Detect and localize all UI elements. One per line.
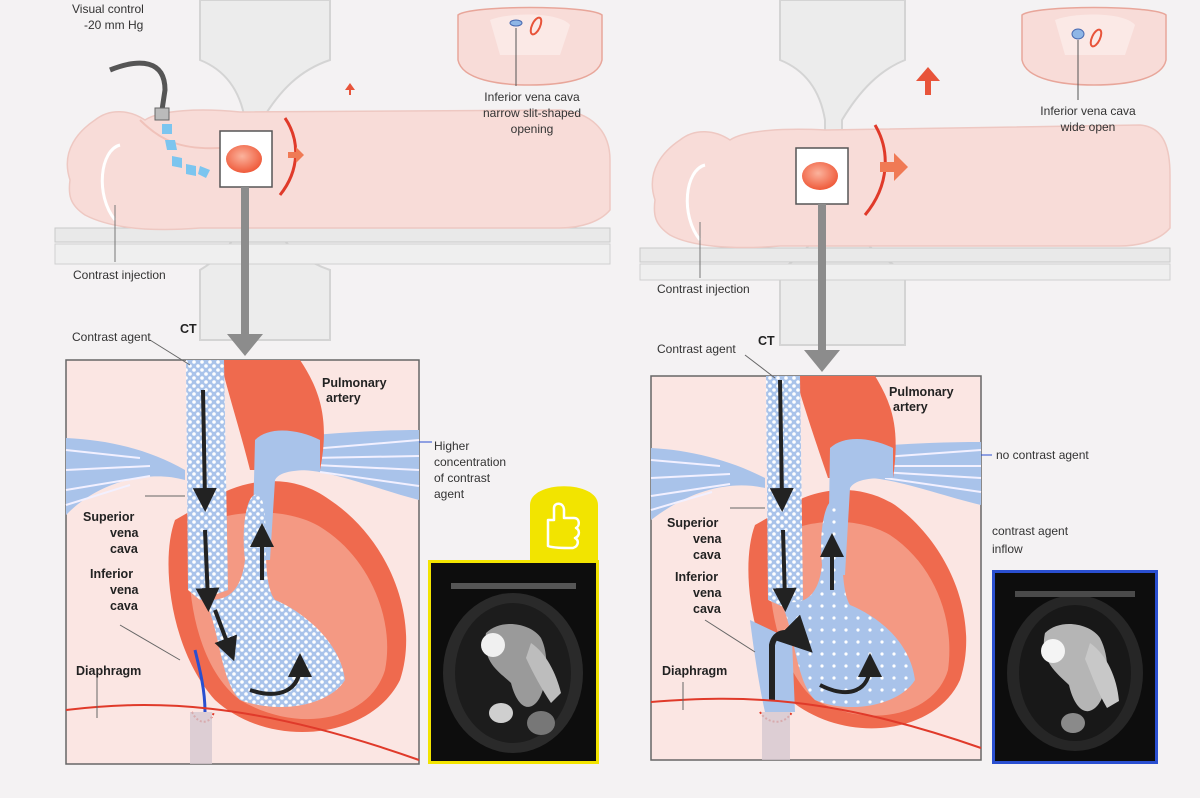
right-ivc-label-1: Inferior vena cava — [1040, 104, 1136, 118]
no-contrast-agent-label: no contrast agent — [996, 448, 1089, 462]
left-ivc2-label-3: cava — [110, 599, 138, 613]
left-ivc2-label-2: vena — [110, 583, 139, 597]
right-ct-label: CT — [758, 334, 775, 348]
left-ivc-label-1: Inferior vena cava — [484, 90, 580, 104]
right-scanner — [639, 0, 1171, 346]
higher-concentration-label-3: of contrast — [434, 471, 491, 485]
right-ct-scan-image — [992, 570, 1158, 764]
thumbs-up-icon — [530, 486, 598, 560]
left-svc-label-2: vena — [110, 526, 139, 540]
left-svc-label-1: Superior — [83, 510, 135, 524]
right-contrast-injection-label: Contrast injection — [657, 282, 750, 296]
arrow-down-icon — [804, 204, 840, 372]
contrast-inflow-label-2: inflow — [992, 542, 1023, 556]
left-pulmonary-artery-label-2: artery — [326, 391, 361, 405]
right-ivc-label-2: wide open — [1060, 120, 1116, 134]
left-heart-inset — [219, 83, 355, 196]
left-contrast-agent-label: Contrast agent — [72, 330, 151, 344]
left-ct-label: CT — [180, 322, 197, 336]
right-diaphragm-label: Diaphragm — [662, 664, 728, 678]
arrow-right-icon — [288, 147, 304, 163]
right-patient-body — [651, 124, 1171, 249]
left-ivc-label-3: opening — [510, 122, 554, 136]
left-svc-label-3: cava — [110, 542, 138, 556]
arrow-right-icon — [880, 153, 908, 181]
higher-concentration-label-4: agent — [434, 487, 465, 501]
higher-concentration-label-2: concentration — [434, 455, 507, 469]
left-patient-body — [66, 60, 611, 231]
arrow-up-icon — [345, 83, 355, 95]
left-ct-scan-image — [428, 560, 599, 764]
contrast-inflow-label-1: contrast agent — [992, 524, 1069, 538]
left-ivc2-label-1: Inferior — [90, 567, 134, 581]
right-ivc2-label-1: Inferior — [675, 570, 719, 584]
right-heart-box — [650, 354, 992, 761]
left-ivc-section — [457, 6, 603, 86]
left-heart-box — [65, 339, 432, 765]
left-contrast-injection-label: Contrast injection — [73, 268, 166, 282]
arrow-down-icon — [227, 187, 263, 356]
left-diaphragm-label: Diaphragm — [76, 664, 142, 678]
right-svc-label-1: Superior — [667, 516, 719, 530]
higher-concentration-label-1: Higher — [434, 439, 470, 453]
left-ivc-label-2: narrow slit-shaped — [482, 106, 582, 120]
right-ivc2-label-3: cava — [693, 602, 721, 616]
right-contrast-agent-label: Contrast agent — [657, 342, 736, 356]
right-svc-label-2: vena — [693, 532, 722, 546]
arrow-up-icon — [916, 67, 940, 95]
right-ivc2-label-2: vena — [693, 586, 722, 600]
left-scanner — [54, 0, 611, 341]
visual-control-label: Visual control — [72, 2, 144, 16]
right-pulmonary-artery-label-1: Pulmonary — [889, 385, 954, 399]
right-ivc-section — [1021, 6, 1167, 100]
right-heart-inset — [795, 67, 940, 216]
right-pulmonary-artery-label-2: artery — [893, 400, 928, 414]
left-pulmonary-artery-label-1: Pulmonary — [322, 376, 387, 390]
pressure-label: -20 mm Hg — [84, 18, 144, 32]
right-svc-label-3: cava — [693, 548, 721, 562]
